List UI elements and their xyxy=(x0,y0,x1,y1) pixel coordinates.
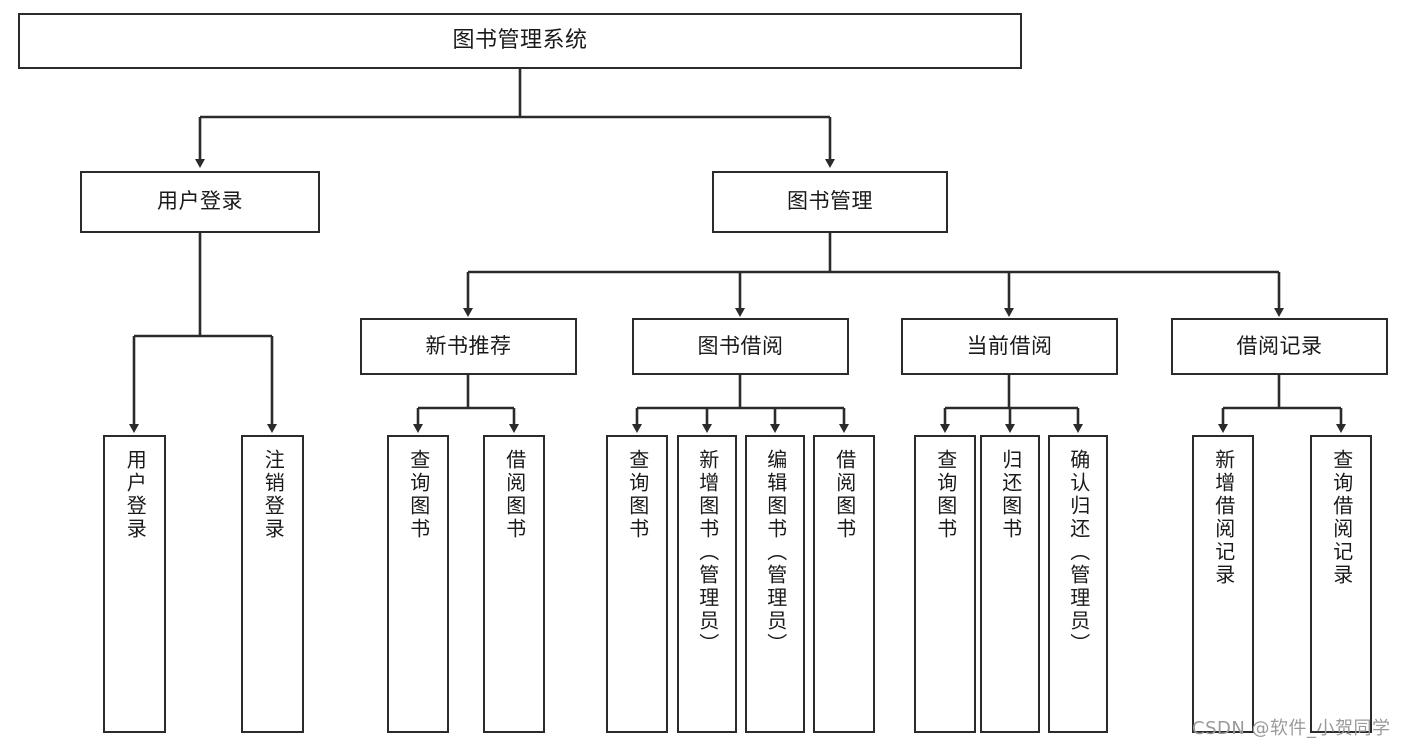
node-label: 当前借阅 xyxy=(966,333,1053,358)
node-label: 新书推荐 xyxy=(425,333,512,358)
leaf-book-borrow-edit-book-admin[interactable]: 编辑图书（管理员） xyxy=(745,435,805,733)
node-label: 图书借阅 xyxy=(697,333,784,358)
node-label: 用户登录 xyxy=(123,449,148,541)
node-label: 确认归还（管理员） xyxy=(1066,449,1091,656)
node-current-borrow[interactable]: 当前借阅 xyxy=(901,318,1118,375)
node-label: 新增图书（管理员） xyxy=(695,449,720,656)
leaf-user-login-logout[interactable]: 注销登录 xyxy=(241,435,304,733)
leaf-book-borrow-query-book[interactable]: 查询图书 xyxy=(606,435,668,733)
node-label: 借阅图书 xyxy=(502,449,527,541)
node-label: 查询借阅记录 xyxy=(1329,449,1354,587)
leaf-new-book-query-book[interactable]: 查询图书 xyxy=(387,435,449,733)
leaf-current-borrow-query-book[interactable]: 查询图书 xyxy=(914,435,976,733)
node-label: 图书管理 xyxy=(787,189,873,214)
node-book-management[interactable]: 图书管理 xyxy=(712,171,948,233)
node-label: 借阅记录 xyxy=(1236,333,1323,358)
node-label: 查询图书 xyxy=(406,449,431,541)
leaf-borrow-record-add-record[interactable]: 新增借阅记录 xyxy=(1192,435,1254,733)
leaf-book-borrow-add-book-admin[interactable]: 新增图书（管理员） xyxy=(677,435,737,733)
leaf-user-login-login[interactable]: 用户登录 xyxy=(103,435,166,733)
leaf-borrow-record-query-record[interactable]: 查询借阅记录 xyxy=(1310,435,1372,733)
node-book-borrow[interactable]: 图书借阅 xyxy=(632,318,849,375)
node-label: 借阅图书 xyxy=(832,449,857,541)
watermark: CSDN @软件_小贺同学 xyxy=(1192,718,1391,739)
node-borrow-record[interactable]: 借阅记录 xyxy=(1171,318,1388,375)
node-label: 图书管理系统 xyxy=(452,27,588,53)
node-new-book-recommend[interactable]: 新书推荐 xyxy=(360,318,577,375)
node-label: 查询图书 xyxy=(625,449,650,541)
node-label: 新增借阅记录 xyxy=(1211,449,1236,587)
leaf-current-borrow-confirm-return-admin[interactable]: 确认归还（管理员） xyxy=(1048,435,1108,733)
leaf-new-book-borrow-book[interactable]: 借阅图书 xyxy=(483,435,545,733)
node-label: 查询图书 xyxy=(933,449,958,541)
leaf-book-borrow-borrow-book[interactable]: 借阅图书 xyxy=(813,435,875,733)
node-root-book-management-system[interactable]: 图书管理系统 xyxy=(18,13,1022,69)
node-label: 注销登录 xyxy=(261,449,286,541)
node-label: 归还图书 xyxy=(998,449,1023,541)
node-user-login[interactable]: 用户登录 xyxy=(80,171,320,233)
node-label: 用户登录 xyxy=(157,189,243,214)
leaf-current-borrow-return-book[interactable]: 归还图书 xyxy=(980,435,1040,733)
node-label: 编辑图书（管理员） xyxy=(763,449,788,656)
